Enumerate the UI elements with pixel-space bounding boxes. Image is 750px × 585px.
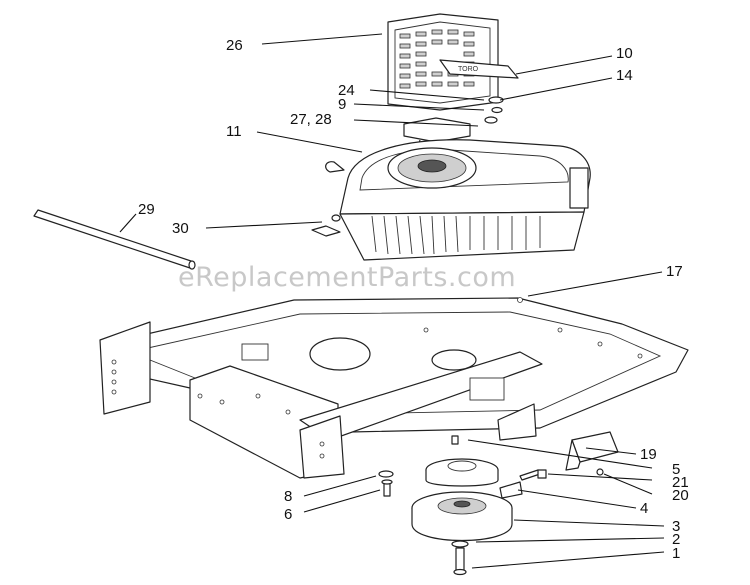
callout-10: 10 bbox=[616, 45, 633, 62]
washer bbox=[451, 540, 469, 548]
shaft bbox=[33, 209, 196, 270]
bracket bbox=[565, 431, 619, 471]
callout-9: 9 bbox=[338, 96, 346, 113]
callout-8: 8 bbox=[284, 488, 292, 505]
callout-24: 24 bbox=[338, 82, 355, 99]
small-parts bbox=[519, 468, 604, 481]
callout-30: 30 bbox=[172, 220, 189, 237]
clutch bbox=[411, 481, 523, 542]
callout-11: 11 bbox=[226, 123, 242, 140]
engine-decal: TORO bbox=[439, 59, 519, 79]
decal-text: TORO bbox=[458, 66, 479, 73]
callout-4: 4 bbox=[640, 500, 648, 517]
engine bbox=[325, 139, 591, 261]
callout-5: 5 bbox=[672, 461, 680, 478]
callout-19: 19 bbox=[640, 446, 657, 463]
callout-labels: 26 10 14 24 9 27, 28 11 29 30 17 19 5 21… bbox=[138, 37, 689, 562]
callout-21: 21 bbox=[672, 474, 689, 491]
callout-17: 17 bbox=[666, 263, 683, 280]
fasteners bbox=[311, 214, 341, 237]
callout-26: 26 bbox=[226, 37, 243, 54]
callout-29: 29 bbox=[138, 201, 155, 218]
callout-2: 2 bbox=[672, 531, 680, 548]
callout-27-28: 27, 28 bbox=[290, 111, 332, 128]
bracket-bolt bbox=[381, 479, 393, 497]
watermark: eReplacementParts.com bbox=[178, 262, 516, 293]
bracket-washer bbox=[378, 470, 394, 478]
callout-1: 1 bbox=[672, 545, 680, 562]
callout-14: 14 bbox=[616, 67, 633, 84]
leader-lines bbox=[119, 33, 665, 569]
callout-6: 6 bbox=[284, 506, 292, 523]
callout-20: 20 bbox=[672, 487, 689, 504]
air-cleaner-hardware bbox=[484, 96, 504, 124]
callout-3: 3 bbox=[672, 518, 680, 535]
pulley bbox=[425, 435, 499, 487]
frame bbox=[99, 297, 689, 479]
clutch-bolt bbox=[453, 547, 467, 576]
